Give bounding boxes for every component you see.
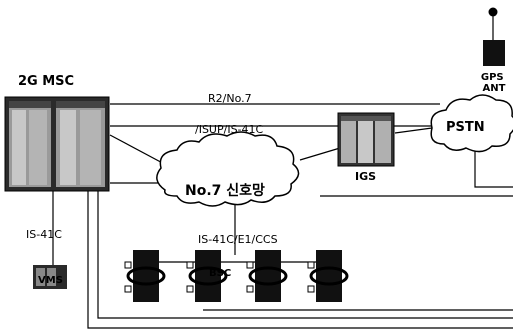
- bts-tower-icon: [308, 250, 347, 302]
- switch-rack-icon: [5, 97, 109, 191]
- igs-label: IGS: [355, 170, 376, 183]
- gps-label: GPS ANT: [481, 72, 507, 94]
- link-label-r2: R2/No.7: [208, 92, 252, 105]
- gps-antenna-icon: [483, 8, 505, 67]
- link-label-is41c: IS-41C: [26, 228, 62, 241]
- msc-label: 2G MSC: [18, 74, 74, 89]
- pstn-label: PSTN: [446, 120, 485, 135]
- bts-tower-icon: [247, 250, 286, 302]
- link-msc-bottom-2: [98, 190, 513, 318]
- link-igs-network: [300, 148, 340, 160]
- bts-tower-icon: [125, 250, 164, 302]
- bts-group: [125, 250, 347, 302]
- link-label-bsc: IS-41C/E1/CCS: [198, 233, 278, 246]
- vms-label: VMS: [38, 275, 63, 286]
- bsc-label: BSC: [209, 268, 231, 279]
- network-label: No.7 신호망: [185, 182, 265, 199]
- link-igs-pstn: [395, 128, 432, 133]
- gateway-rack-icon: [338, 113, 394, 166]
